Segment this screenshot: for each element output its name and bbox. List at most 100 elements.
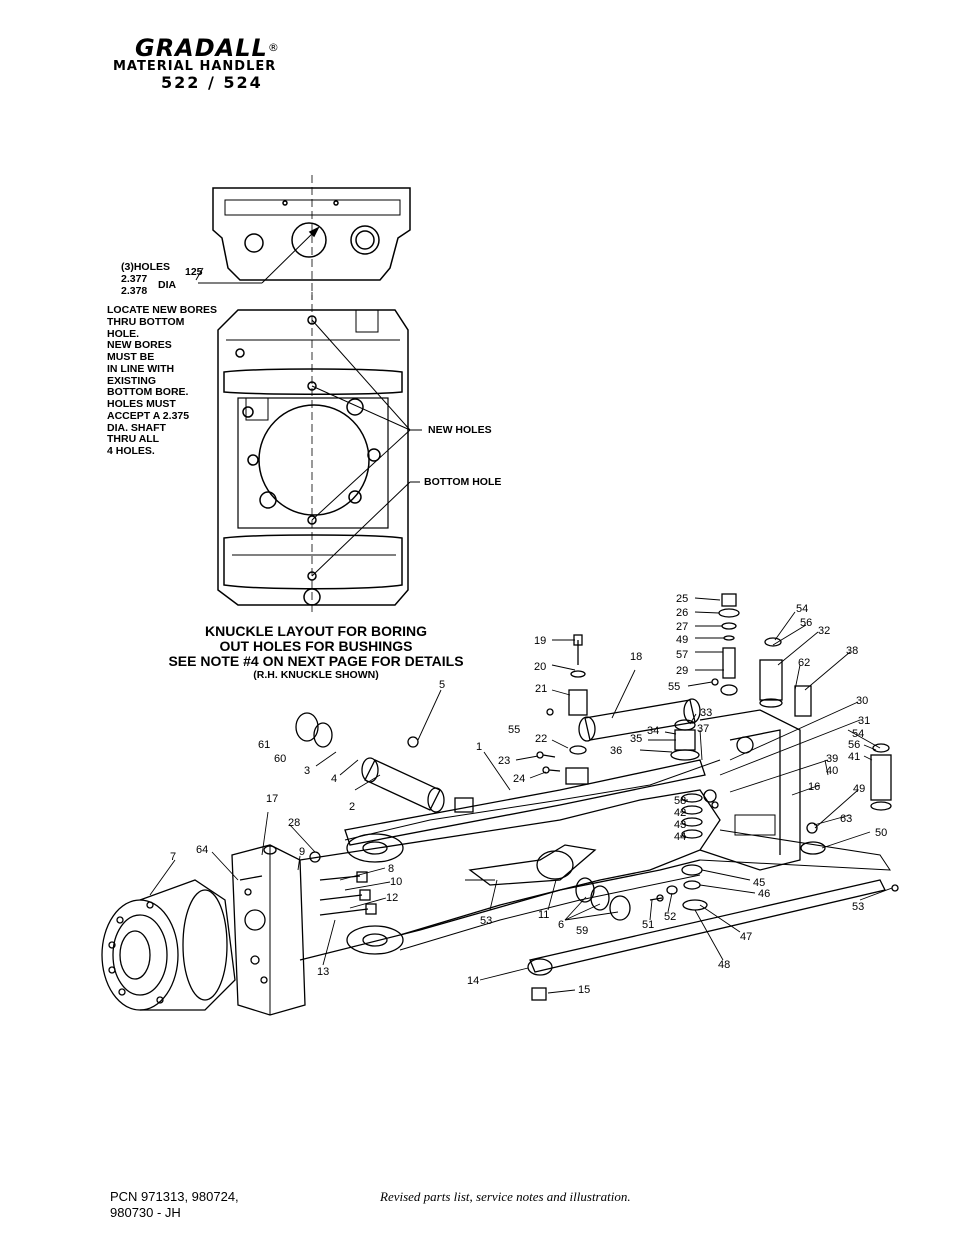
pcn-footer: PCN 971313, 980724, 980730 - JH — [110, 1189, 239, 1221]
callout-56b: 56 — [848, 739, 860, 751]
pcn-line-1: PCN 971313, 980724, — [110, 1189, 239, 1204]
note-line: EXISTING — [107, 375, 156, 387]
callout-29: 29 — [676, 665, 688, 677]
callout-64: 64 — [196, 844, 208, 856]
callout-12: 12 — [386, 892, 398, 904]
callout-60: 60 — [274, 753, 286, 765]
callout-47: 47 — [740, 931, 752, 943]
note-line: LOCATE NEW BORES — [107, 304, 217, 316]
callout-3: 3 — [304, 765, 310, 777]
revision-note: Revised parts list, service notes and il… — [380, 1189, 631, 1204]
callout-53b: 53 — [852, 901, 864, 913]
callout-62: 62 — [798, 657, 810, 669]
callout-50: 50 — [875, 827, 887, 839]
callout-55a: 55 — [668, 681, 680, 693]
note-line: THRU ALL — [107, 433, 160, 445]
part-callouts: 1 2 3 4 5 6 7 8 9 10 11 12 13 14 15 16 1… — [170, 593, 887, 996]
callout-10: 10 — [390, 876, 402, 888]
note-line: HOLES MUST — [107, 398, 176, 410]
callout-8: 8 — [388, 863, 394, 875]
callout-32: 32 — [818, 625, 830, 637]
callout-46: 46 — [758, 888, 770, 900]
callout-19: 19 — [534, 635, 546, 647]
note-line: HOLE. — [107, 328, 139, 340]
callout-31: 31 — [858, 715, 870, 727]
callout-27: 27 — [676, 621, 688, 633]
callout-4: 4 — [331, 773, 337, 785]
new-holes-label: NEW HOLES — [428, 424, 492, 436]
callout-6: 6 — [558, 919, 564, 931]
callout-36: 36 — [610, 745, 622, 757]
callout-45: 45 — [753, 877, 765, 889]
note-line: BOTTOM BORE. — [107, 386, 189, 398]
callout-35: 35 — [630, 733, 642, 745]
holes-label-2: 2.377 — [121, 273, 147, 285]
callout-53a: 53 — [480, 915, 492, 927]
holes-label-1: (3)HOLES — [121, 261, 170, 273]
callout-48: 48 — [718, 959, 730, 971]
callout-44: 44 — [674, 831, 686, 843]
callout-39: 39 — [826, 753, 838, 765]
callout-18: 18 — [630, 651, 642, 663]
brand-subtitle: MATERIAL HANDLER — [113, 59, 277, 74]
callout-17: 17 — [266, 793, 278, 805]
callout-63: 63 — [840, 813, 852, 825]
pcn-line-2: 980730 - JH — [110, 1205, 181, 1220]
brand-name: GRADALL® — [135, 34, 280, 62]
dia-label: DIA — [158, 279, 177, 291]
callout-37: 37 — [697, 723, 709, 735]
callout-24: 24 — [513, 773, 525, 785]
callout-59: 59 — [576, 925, 588, 937]
callout-28: 28 — [288, 817, 300, 829]
callout-51: 51 — [642, 919, 654, 931]
callout-26: 26 — [676, 607, 688, 619]
note-line: NEW BORES — [107, 339, 172, 351]
note-line: THRU BOTTOM — [107, 316, 185, 328]
callout-57: 57 — [676, 649, 688, 661]
callout-13: 13 — [317, 966, 329, 978]
bottom-hole-label: BOTTOM HOLE — [424, 476, 501, 488]
callout-2: 2 — [349, 801, 355, 813]
callout-15: 15 — [578, 984, 590, 996]
knuckle-layout-view — [217, 292, 422, 612]
callout-55b: 55 — [508, 724, 520, 736]
knuckle-top-view — [195, 175, 411, 300]
callout-125: 125 — [185, 266, 203, 278]
note-line: 4 HOLES. — [107, 445, 155, 457]
caption-line-2: OUT HOLES FOR BUSHINGS — [220, 638, 413, 654]
callout-58: 58 — [674, 795, 686, 807]
callout-21: 21 — [535, 683, 547, 695]
callout-56a: 56 — [800, 617, 812, 629]
note-line: IN LINE WITH — [107, 363, 174, 375]
callout-7: 7 — [170, 851, 176, 863]
callout-30: 30 — [856, 695, 868, 707]
callout-5: 5 — [439, 679, 445, 691]
callout-54a: 54 — [796, 603, 808, 615]
callout-22: 22 — [535, 733, 547, 745]
callout-34: 34 — [647, 725, 659, 737]
callout-1: 1 — [476, 741, 482, 753]
callout-25: 25 — [676, 593, 688, 605]
callout-14: 14 — [467, 975, 479, 987]
callout-9: 9 — [299, 846, 305, 858]
callout-42: 42 — [674, 807, 686, 819]
callout-54b: 54 — [852, 728, 864, 740]
model-number: 522 / 524 — [161, 73, 263, 92]
callout-16: 16 — [808, 781, 820, 793]
callout-40: 40 — [826, 765, 838, 777]
callout-61: 61 — [258, 739, 270, 751]
caption-line-3: SEE NOTE #4 ON NEXT PAGE FOR DETAILS — [168, 653, 463, 669]
callout-41: 41 — [848, 751, 860, 763]
caption-line-4: (R.H. KNUCKLE SHOWN) — [253, 669, 378, 681]
holes-label-3: 2.378 — [121, 285, 147, 297]
callout-11: 11 — [538, 909, 549, 921]
callout-49a: 49 — [676, 634, 688, 646]
note-line: ACCEPT A 2.375 — [107, 410, 189, 422]
callout-49b: 49 — [853, 783, 865, 795]
note-line: MUST BE — [107, 351, 154, 363]
axle-assembly — [101, 593, 899, 1016]
callout-23: 23 — [498, 755, 510, 767]
gradall-logo: GRADALL® MATERIAL HANDLER 522 / 524 — [113, 34, 313, 92]
callout-52: 52 — [664, 911, 676, 923]
